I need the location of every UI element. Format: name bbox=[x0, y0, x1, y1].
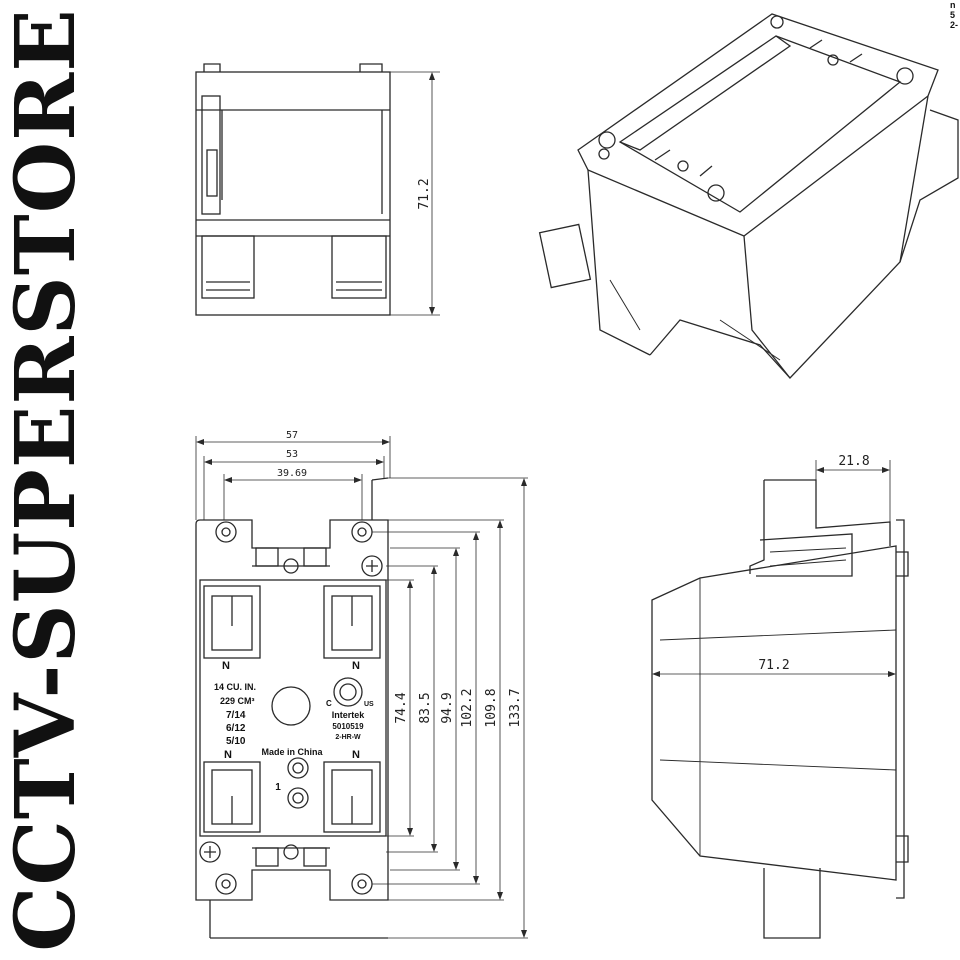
label-wire-3: 5/10 bbox=[226, 736, 246, 747]
latch-top-right bbox=[323, 585, 381, 659]
cert-mark-icon bbox=[333, 677, 363, 707]
iso-bottom bbox=[649, 319, 791, 379]
top-view: 71.2 bbox=[195, 63, 440, 316]
iso-opening bbox=[618, 35, 902, 213]
label-model: 2-HR-W bbox=[335, 734, 361, 741]
dial-icon-1 bbox=[287, 757, 309, 779]
top-view-outline bbox=[195, 71, 391, 316]
label-made-in: Made in China bbox=[261, 747, 323, 757]
label-number-one: 1 bbox=[275, 782, 281, 793]
iso-screw-1 bbox=[598, 131, 616, 149]
label-capacity-in: 14 CU. IN. bbox=[214, 682, 256, 692]
iso-screw-3 bbox=[770, 15, 784, 29]
mount-hole-top-left bbox=[215, 521, 237, 543]
iso-screw-4 bbox=[896, 67, 914, 85]
corner-text-fragment: n 5 2- bbox=[950, 0, 958, 30]
mount-hole-top-right bbox=[351, 521, 373, 543]
mount-hole-bottom-left bbox=[215, 873, 237, 895]
label-capacity-cm: 229 CM³ bbox=[220, 696, 255, 706]
label-cert-c: C bbox=[326, 699, 332, 708]
label-n-bottom-left: N bbox=[224, 749, 232, 761]
label-cert-number: 5010519 bbox=[332, 722, 364, 731]
top-view-clip bbox=[201, 95, 221, 215]
dim-width-57: 57 bbox=[286, 430, 298, 441]
corner-line-1: n bbox=[949, 0, 956, 10]
top-view-latch-left bbox=[201, 235, 255, 299]
label-n-top-left: N bbox=[222, 660, 230, 672]
front-view: N N N N 14 CU. IN. 229 CM³ 7/14 6/12 5/1… bbox=[195, 430, 528, 939]
dim-height-83-5: 83.5 bbox=[418, 692, 433, 723]
latch-bottom-left bbox=[203, 761, 261, 833]
iso-side-clip bbox=[538, 223, 592, 289]
side-view-body bbox=[651, 545, 897, 881]
screw-bottom-left bbox=[199, 841, 221, 863]
front-height-dimensions bbox=[372, 477, 528, 939]
top-view-latch-right bbox=[331, 235, 387, 299]
dial-icon-2 bbox=[287, 787, 309, 809]
dim-width-39-69: 39.69 bbox=[277, 468, 307, 479]
front-width-dimensions bbox=[195, 436, 391, 520]
latch-bottom-right bbox=[323, 761, 381, 833]
dim-height-102-2: 102.2 bbox=[460, 688, 475, 727]
front-view-outline bbox=[195, 519, 389, 901]
side-depth-dim: 71.2 bbox=[758, 658, 789, 673]
side-flange-dim: 21.8 bbox=[838, 454, 869, 469]
label-wire-2: 6/12 bbox=[226, 723, 246, 734]
iso-screw-2 bbox=[707, 184, 725, 202]
iso-rim bbox=[577, 13, 939, 237]
label-wire-1: 7/14 bbox=[226, 710, 246, 721]
dim-width-53: 53 bbox=[286, 449, 298, 460]
dim-height-109-8: 109.8 bbox=[484, 688, 499, 727]
dim-height-74-4: 74.4 bbox=[394, 692, 409, 723]
screw-top-right bbox=[361, 555, 383, 577]
front-view-plate bbox=[199, 579, 387, 837]
knockout-circle bbox=[271, 686, 311, 726]
dim-height-133-7: 133.7 bbox=[508, 688, 523, 727]
top-view-tabs bbox=[203, 63, 383, 72]
side-view: 71.2 21.8 bbox=[651, 454, 909, 939]
corner-line-3: 2- bbox=[949, 20, 958, 30]
latch-top-left bbox=[203, 585, 261, 659]
top-view-height-dim: 71.2 bbox=[417, 178, 432, 209]
mount-hole-bottom-right bbox=[351, 873, 373, 895]
label-n-top-right: N bbox=[352, 660, 360, 672]
dim-height-94-9: 94.9 bbox=[440, 692, 455, 723]
label-cert-brand: Intertek bbox=[332, 710, 366, 720]
isometric-view bbox=[538, 13, 959, 379]
label-n-bottom-right: N bbox=[352, 749, 360, 761]
corner-line-2: 5 bbox=[949, 10, 955, 20]
label-cert-us: US bbox=[364, 701, 374, 708]
